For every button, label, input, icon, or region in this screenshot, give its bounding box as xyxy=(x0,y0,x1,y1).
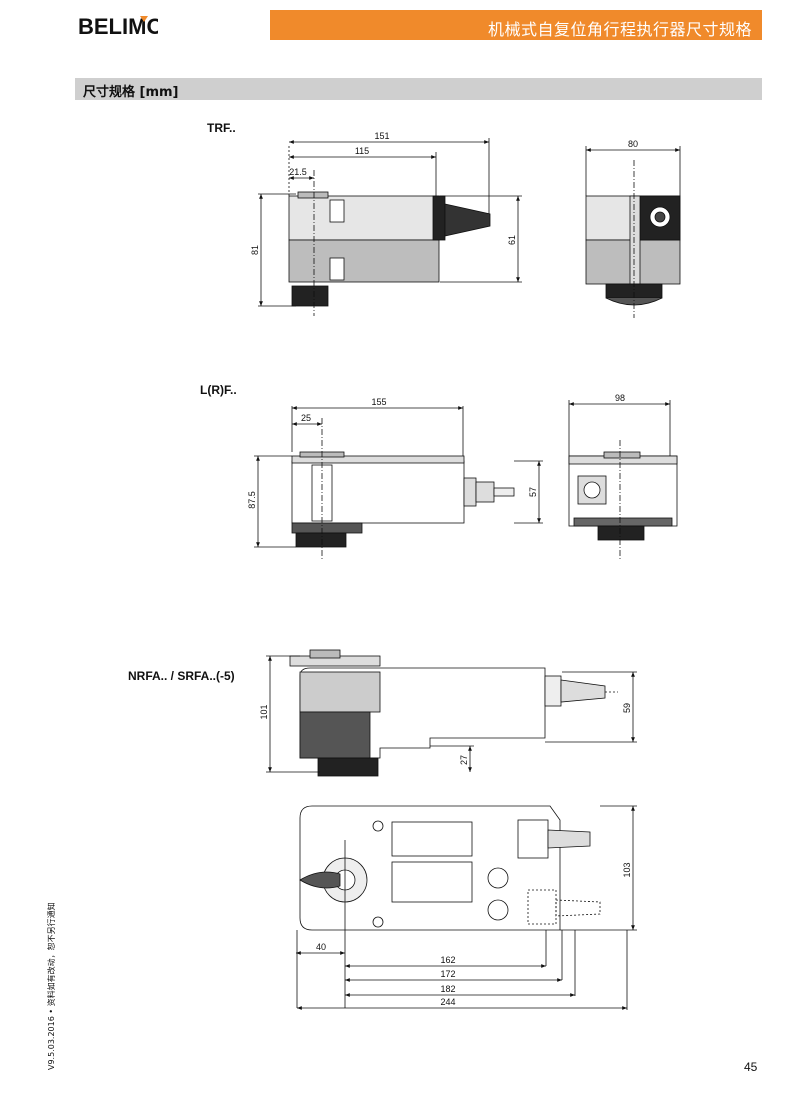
dim-lrf-98: 98 xyxy=(615,393,625,403)
dim-nrfa-162: 162 xyxy=(440,955,455,965)
dim-nrfa-59: 59 xyxy=(622,703,632,713)
version-note: V9.5.03.2016 • 资料如有改动，恕不另行通知 xyxy=(47,902,56,1070)
trf-end-view xyxy=(585,195,681,306)
lrf-side-view xyxy=(291,451,515,548)
dim-trf-61: 61 xyxy=(507,235,517,245)
model-label-trf: TRF.. xyxy=(207,121,236,135)
trf-side-view xyxy=(288,191,491,307)
page-number: 45 xyxy=(744,1060,758,1074)
dim-trf-80: 80 xyxy=(628,139,638,149)
dim-trf-115: 115 xyxy=(355,146,369,156)
dim-nrfa-101: 101 xyxy=(259,704,269,719)
dim-nrfa-27: 27 xyxy=(459,755,469,765)
model-label-nrfa: NRFA.. / SRFA..(-5) xyxy=(128,669,235,683)
nrfa-side-view xyxy=(289,649,618,777)
dim-trf-151: 151 xyxy=(374,131,389,141)
dim-nrfa-244: 244 xyxy=(440,997,455,1007)
dim-lrf-57: 57 xyxy=(528,487,538,497)
dim-nrfa-172: 172 xyxy=(440,969,455,979)
dim-lrf-87-5: 87.5 xyxy=(247,491,257,509)
section-title: 尺寸规格 [mm] xyxy=(83,85,179,100)
header-bar: 机械式自复位角行程执行器尺寸规格 xyxy=(270,10,762,40)
dim-lrf-25: 25 xyxy=(301,413,311,423)
section-bar: 尺寸规格 [mm] xyxy=(75,78,762,100)
model-label-lrf: L(R)F.. xyxy=(200,383,237,397)
dim-lrf-155: 155 xyxy=(371,397,386,407)
dim-nrfa-40: 40 xyxy=(316,942,326,952)
dim-nrfa-182: 182 xyxy=(440,984,455,994)
dim-trf-81: 81 xyxy=(250,245,260,255)
dim-trf-21-5: 21.5 xyxy=(289,167,307,177)
lrf-end-view xyxy=(568,451,678,541)
belimo-logo: BELIMO xyxy=(78,14,158,38)
nrfa-top-view xyxy=(299,805,601,931)
dim-nrfa-103: 103 xyxy=(622,862,632,877)
page-title: 机械式自复位角行程执行器尺寸规格 xyxy=(487,20,752,39)
